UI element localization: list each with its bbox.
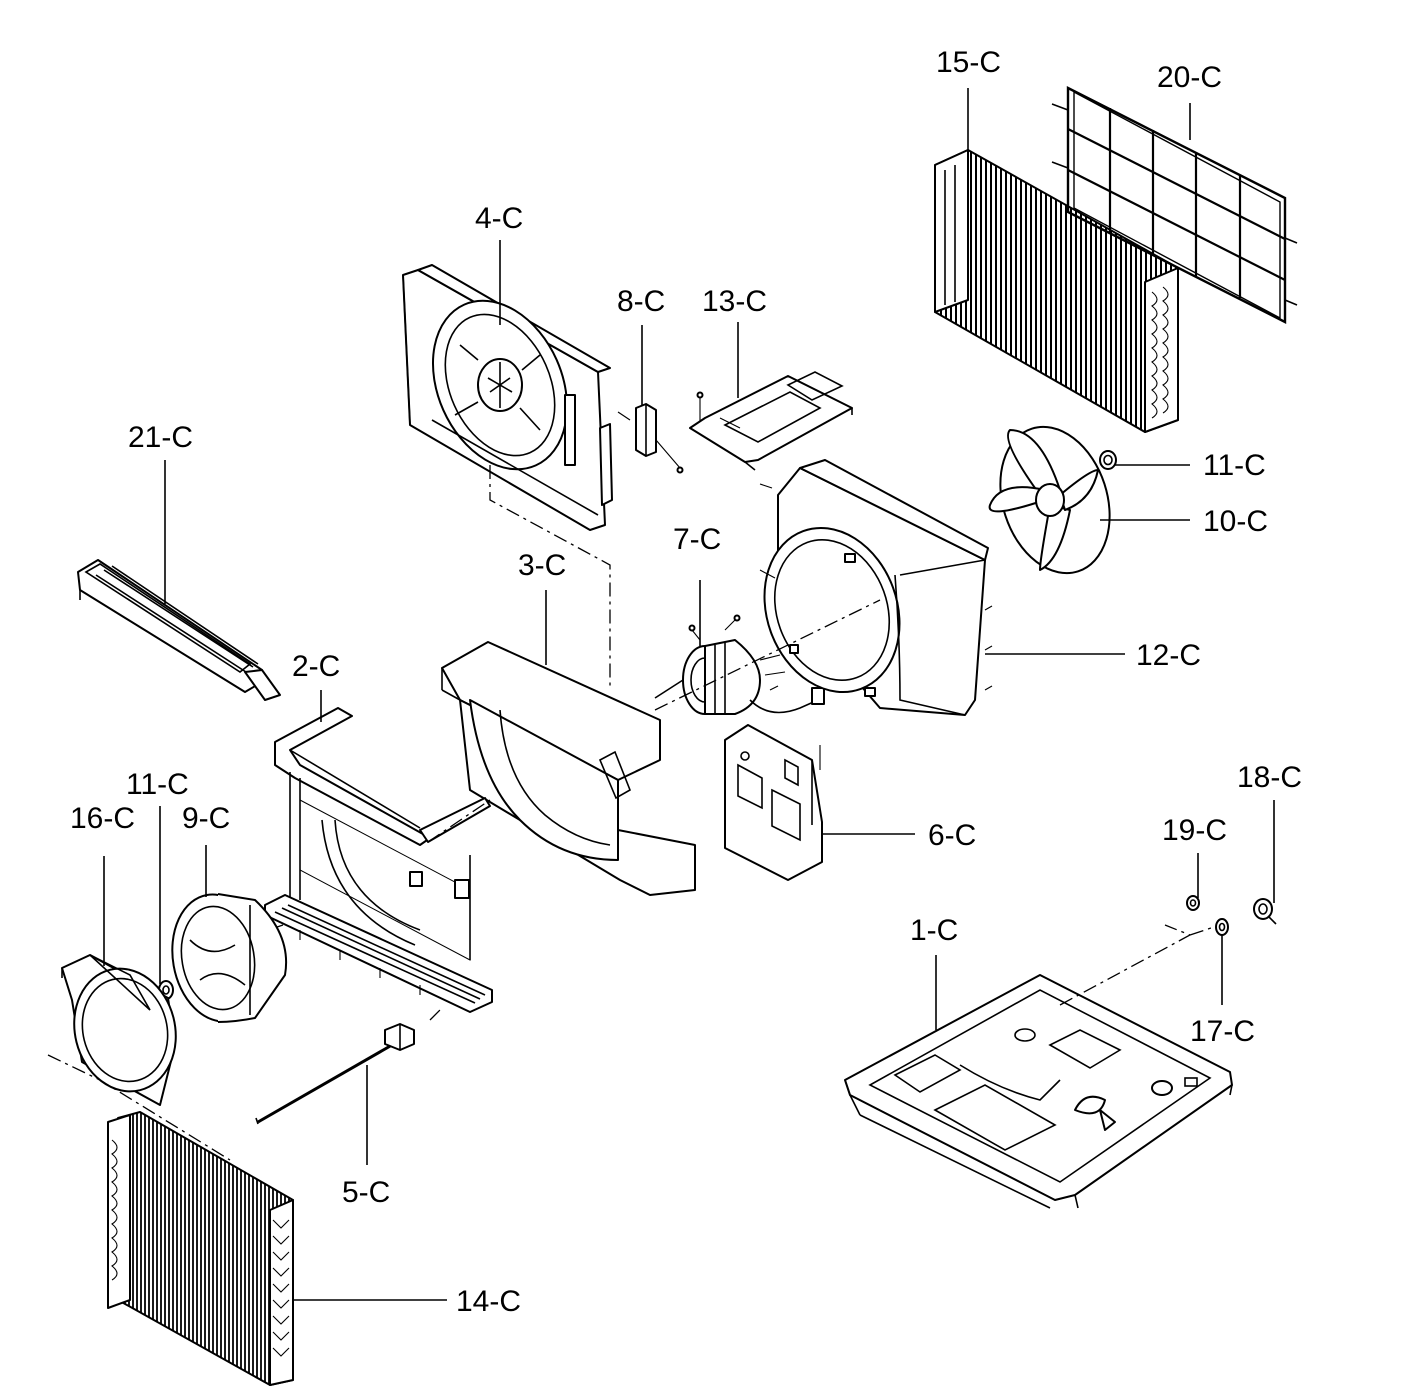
part-5-thermostat-bulb — [255, 1023, 415, 1125]
alignment-line-7-12 — [654, 599, 881, 711]
label-20-c: 20-C — [1157, 61, 1222, 94]
label-9-c: 9-C — [182, 802, 230, 835]
part-18-bolt — [1253, 898, 1277, 925]
label-3-c: 3-C — [518, 549, 566, 582]
label-11-c-top: 11-C — [1203, 449, 1266, 482]
part-21-air-vent — [77, 559, 281, 701]
part-13-mounting-plate — [689, 371, 853, 471]
part-labels: 15-C 20-C 4-C 8-C 13-C 21-C 11-C 10-C 7-… — [70, 46, 1302, 1318]
label-16-c: 16-C — [70, 802, 135, 835]
leader-lines — [103, 88, 1275, 1301]
part-16-orifice-ring — [61, 954, 177, 1106]
part-4-blower-housing-plate — [402, 264, 613, 531]
label-8-c: 8-C — [617, 285, 665, 318]
alignment-line-1-17 — [1059, 924, 1221, 1006]
label-5-c: 5-C — [342, 1176, 390, 1209]
label-19-c: 19-C — [1162, 814, 1227, 847]
label-11-c-left: 11-C — [126, 768, 189, 801]
part-17-washer — [1215, 918, 1229, 936]
label-4-c: 4-C — [475, 202, 523, 235]
part-1-base-pan — [844, 974, 1233, 1209]
part-8-capacitor-bracket — [617, 403, 684, 474]
part-6-control-bracket — [724, 724, 823, 881]
label-12-c: 12-C — [1136, 639, 1201, 672]
label-7-c: 7-C — [673, 523, 721, 556]
part-14-evaporator-coil — [107, 1111, 294, 1386]
label-6-c: 6-C — [928, 819, 976, 852]
label-2-c: 2-C — [292, 650, 340, 683]
label-10-c: 10-C — [1203, 505, 1268, 538]
part-2-orifice-frame — [264, 707, 493, 1013]
part-12-fan-shroud — [759, 459, 993, 716]
label-14-c: 14-C — [456, 1285, 521, 1318]
alignment-line-16-14 — [47, 1054, 231, 1161]
label-18-c: 18-C — [1237, 761, 1302, 794]
part-15-condenser-coil — [934, 149, 1179, 433]
part-7-fan-motor — [654, 614, 825, 715]
alignment-line-2-5 — [429, 1009, 441, 1021]
label-17-c: 17-C — [1190, 1015, 1255, 1048]
part-10-condenser-fan — [988, 425, 1111, 575]
label-1-c: 1-C — [910, 914, 958, 947]
part-11-nut-top — [1099, 450, 1117, 470]
label-21-c: 21-C — [128, 421, 193, 454]
label-13-c: 13-C — [702, 285, 767, 318]
part-20-filter-grille — [1051, 86, 1298, 324]
alignment-line-2-3 — [427, 799, 491, 843]
part-3-scroll-housing — [441, 641, 696, 896]
part-19-nut — [1186, 895, 1200, 911]
label-15-c: 15-C — [936, 46, 1001, 79]
part-9-blower-wheel — [171, 893, 288, 1023]
